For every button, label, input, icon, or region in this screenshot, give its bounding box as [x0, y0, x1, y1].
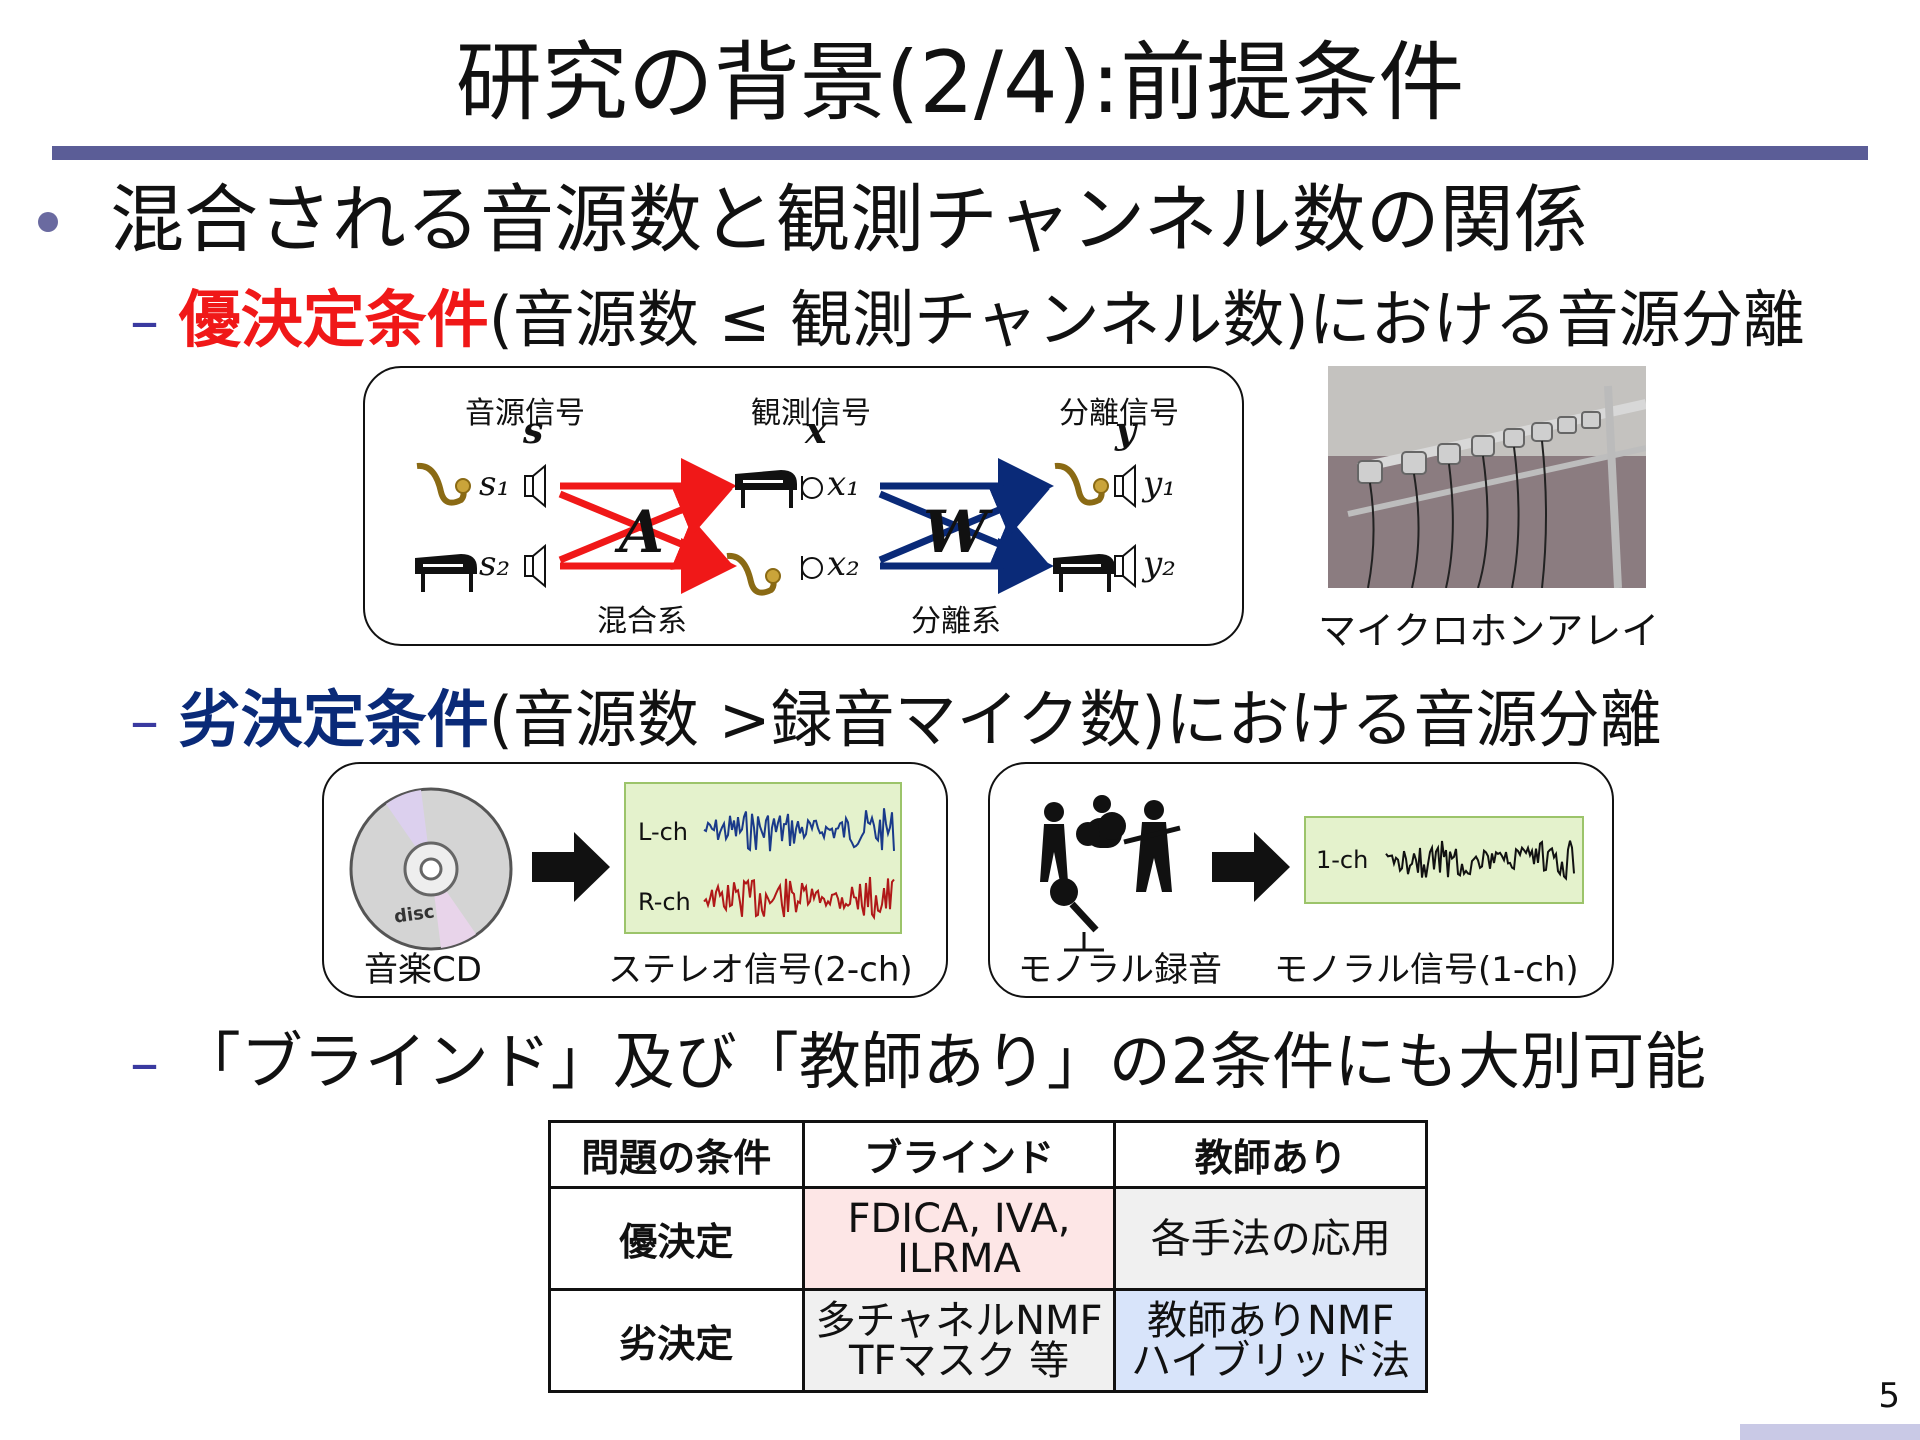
- mic-array-image: [1328, 366, 1646, 588]
- overdetermined-line: – 優決定条件(音源数 ≤ 観測チャンネル数)における音源分離: [130, 280, 1805, 361]
- cell-line: 多チャネルNMF: [815, 1297, 1103, 1344]
- conditions-table: 問題の条件 ブラインド 教師あり 優決定 FDICA, IVA, ILRMA 各…: [548, 1120, 1428, 1393]
- vector-y: y: [1115, 410, 1136, 452]
- demixing-arrows: [878, 458, 1054, 594]
- cell-overdetermined-supervised: 各手法の応用: [1113, 1186, 1428, 1291]
- mono-waveform-box: 1-ch: [1304, 816, 1584, 904]
- saxophone-icon: [1054, 462, 1109, 506]
- cell-overdetermined-blind: FDICA, IVA, ILRMA: [801, 1186, 1117, 1291]
- microphone-icon: [801, 556, 823, 580]
- mono-signal-caption: モノラル信号(1-ch): [1274, 950, 1579, 990]
- lch-label: L-ch: [638, 818, 689, 846]
- diagram-svg: [415, 458, 1136, 596]
- separation-diagram: 音源信号 観測信号 分離信号 s x y s₁ s₂ x₁ x₂ y₁ y₂ A…: [363, 366, 1244, 646]
- cell-line: TFマスク 等: [848, 1337, 1070, 1384]
- stereo-example-box: disc L-ch R-ch 音楽CD ステレオ信号(2-ch): [322, 762, 948, 998]
- table-row: 優決定 FDICA, IVA, ILRMA 各手法の応用: [548, 1186, 1428, 1291]
- matrix-a: A: [619, 498, 665, 566]
- blind-supervised-line: – 「ブラインド」及び「教師あり」の2条件にも大別可能: [130, 1022, 1706, 1103]
- overdetermined-text: (音源数 ≤ 観測チャンネル数)における音源分離: [488, 283, 1805, 356]
- header-condition: 問題の条件: [548, 1120, 805, 1189]
- cell-underdetermined-supervised: 教師ありNMF ハイブリッド法: [1113, 1288, 1428, 1393]
- header-supervised: 教師あり: [1113, 1120, 1428, 1189]
- separated-signal-label: 分離信号: [1059, 396, 1179, 431]
- left-channel-waveform: [703, 808, 895, 852]
- arrow-s2-x1: [558, 484, 733, 564]
- overdetermined-label: 優決定条件: [178, 283, 489, 356]
- title-divider: [52, 146, 1868, 160]
- vector-s: s: [523, 410, 544, 452]
- speaker-icon: [1114, 543, 1136, 589]
- main-bullet-text: 混合される音源数と観測チャンネル数の関係: [110, 177, 1588, 263]
- band-icon: [1040, 795, 1181, 952]
- speaker-icon: [524, 543, 546, 589]
- blind-supervised-text: 「ブラインド」及び「教師あり」の2条件にも大別可能: [178, 1025, 1707, 1098]
- speaker-icon: [524, 463, 546, 509]
- dash-marker: –: [130, 1029, 159, 1097]
- matrix-w: W: [923, 498, 989, 566]
- cd-icon: [349, 787, 513, 951]
- table-row: 劣決定 多チャネルNMF TFマスク 等 教師ありNMF ハイブリッド法: [548, 1288, 1428, 1393]
- page-number: 5: [1878, 1376, 1900, 1416]
- mono-recording-caption: モノラル録音: [1018, 950, 1222, 990]
- arrow-right-icon: [532, 832, 610, 902]
- onech-label: 1-ch: [1316, 846, 1369, 874]
- symbol-s2: s₂: [479, 544, 511, 584]
- cell-line: ハイブリッド法: [1131, 1337, 1411, 1384]
- row-label-underdetermined: 劣決定: [548, 1288, 805, 1393]
- cell-underdetermined-blind: 多チャネルNMF TFマスク 等: [801, 1288, 1117, 1393]
- dash-marker: –: [130, 287, 159, 355]
- speaker-icon: [1114, 463, 1136, 509]
- stereo-waveform-box: L-ch R-ch: [624, 782, 902, 934]
- symbol-x1: x₁: [827, 464, 860, 504]
- microphone-icon: [801, 476, 823, 500]
- dash-marker: –: [130, 687, 159, 755]
- corner-accent: [1740, 1424, 1920, 1440]
- observed-signal-label: 観測信号: [751, 396, 871, 431]
- saxophone-icon: [726, 552, 781, 596]
- piano-icon: [1053, 554, 1115, 592]
- vector-x: x: [805, 410, 827, 452]
- symbol-x2: x₂: [827, 544, 860, 584]
- cell-line: ILRMA: [897, 1235, 1021, 1282]
- header-blind: ブラインド: [801, 1120, 1117, 1189]
- underdetermined-line: – 劣決定条件(音源数 >録音マイク数)における音源分離: [130, 680, 1662, 761]
- cell-line: 教師ありNMF: [1146, 1297, 1395, 1344]
- piano-icon: [415, 554, 477, 592]
- arrow-right-icon: [1212, 832, 1290, 902]
- mono-waveform: [1385, 840, 1575, 881]
- microphone-array-photo: [1328, 366, 1646, 588]
- table-header-row: 問題の条件 ブラインド 教師あり: [548, 1120, 1428, 1189]
- stereo-signal-caption: ステレオ信号(2-ch): [608, 950, 913, 990]
- demixing-system-label: 分離系: [911, 604, 1001, 639]
- symbol-y1: y₁: [1143, 464, 1176, 504]
- cell-line: 各手法の応用: [1150, 1215, 1391, 1262]
- arrow-x2-y1: [878, 484, 1050, 564]
- bullet-icon: [38, 212, 58, 232]
- piano-icon: [735, 470, 797, 508]
- underdetermined-text: (音源数 >録音マイク数)における音源分離: [488, 683, 1662, 756]
- mixing-arrows: [558, 458, 737, 594]
- cell-line: FDICA, IVA,: [847, 1195, 1071, 1242]
- underdetermined-label: 劣決定条件: [178, 683, 489, 756]
- row-label-overdetermined: 優決定: [548, 1186, 805, 1291]
- mono-example-box: 1-ch モノラル録音 モノラル信号(1-ch): [988, 762, 1614, 998]
- source-signal-label: 音源信号: [465, 396, 585, 431]
- microphone-array-caption: マイクロホンアレイ: [1318, 609, 1660, 653]
- symbol-s1: s₁: [479, 464, 511, 504]
- saxophone-icon: [416, 462, 471, 506]
- right-channel-waveform: [703, 876, 895, 921]
- page-title: 研究の背景(2/4):前提条件: [455, 33, 1465, 133]
- symbol-y2: y₂: [1143, 544, 1176, 584]
- mixing-system-label: 混合系: [597, 604, 687, 639]
- music-cd-caption: 音楽CD: [364, 950, 482, 990]
- rch-label: R-ch: [638, 888, 691, 916]
